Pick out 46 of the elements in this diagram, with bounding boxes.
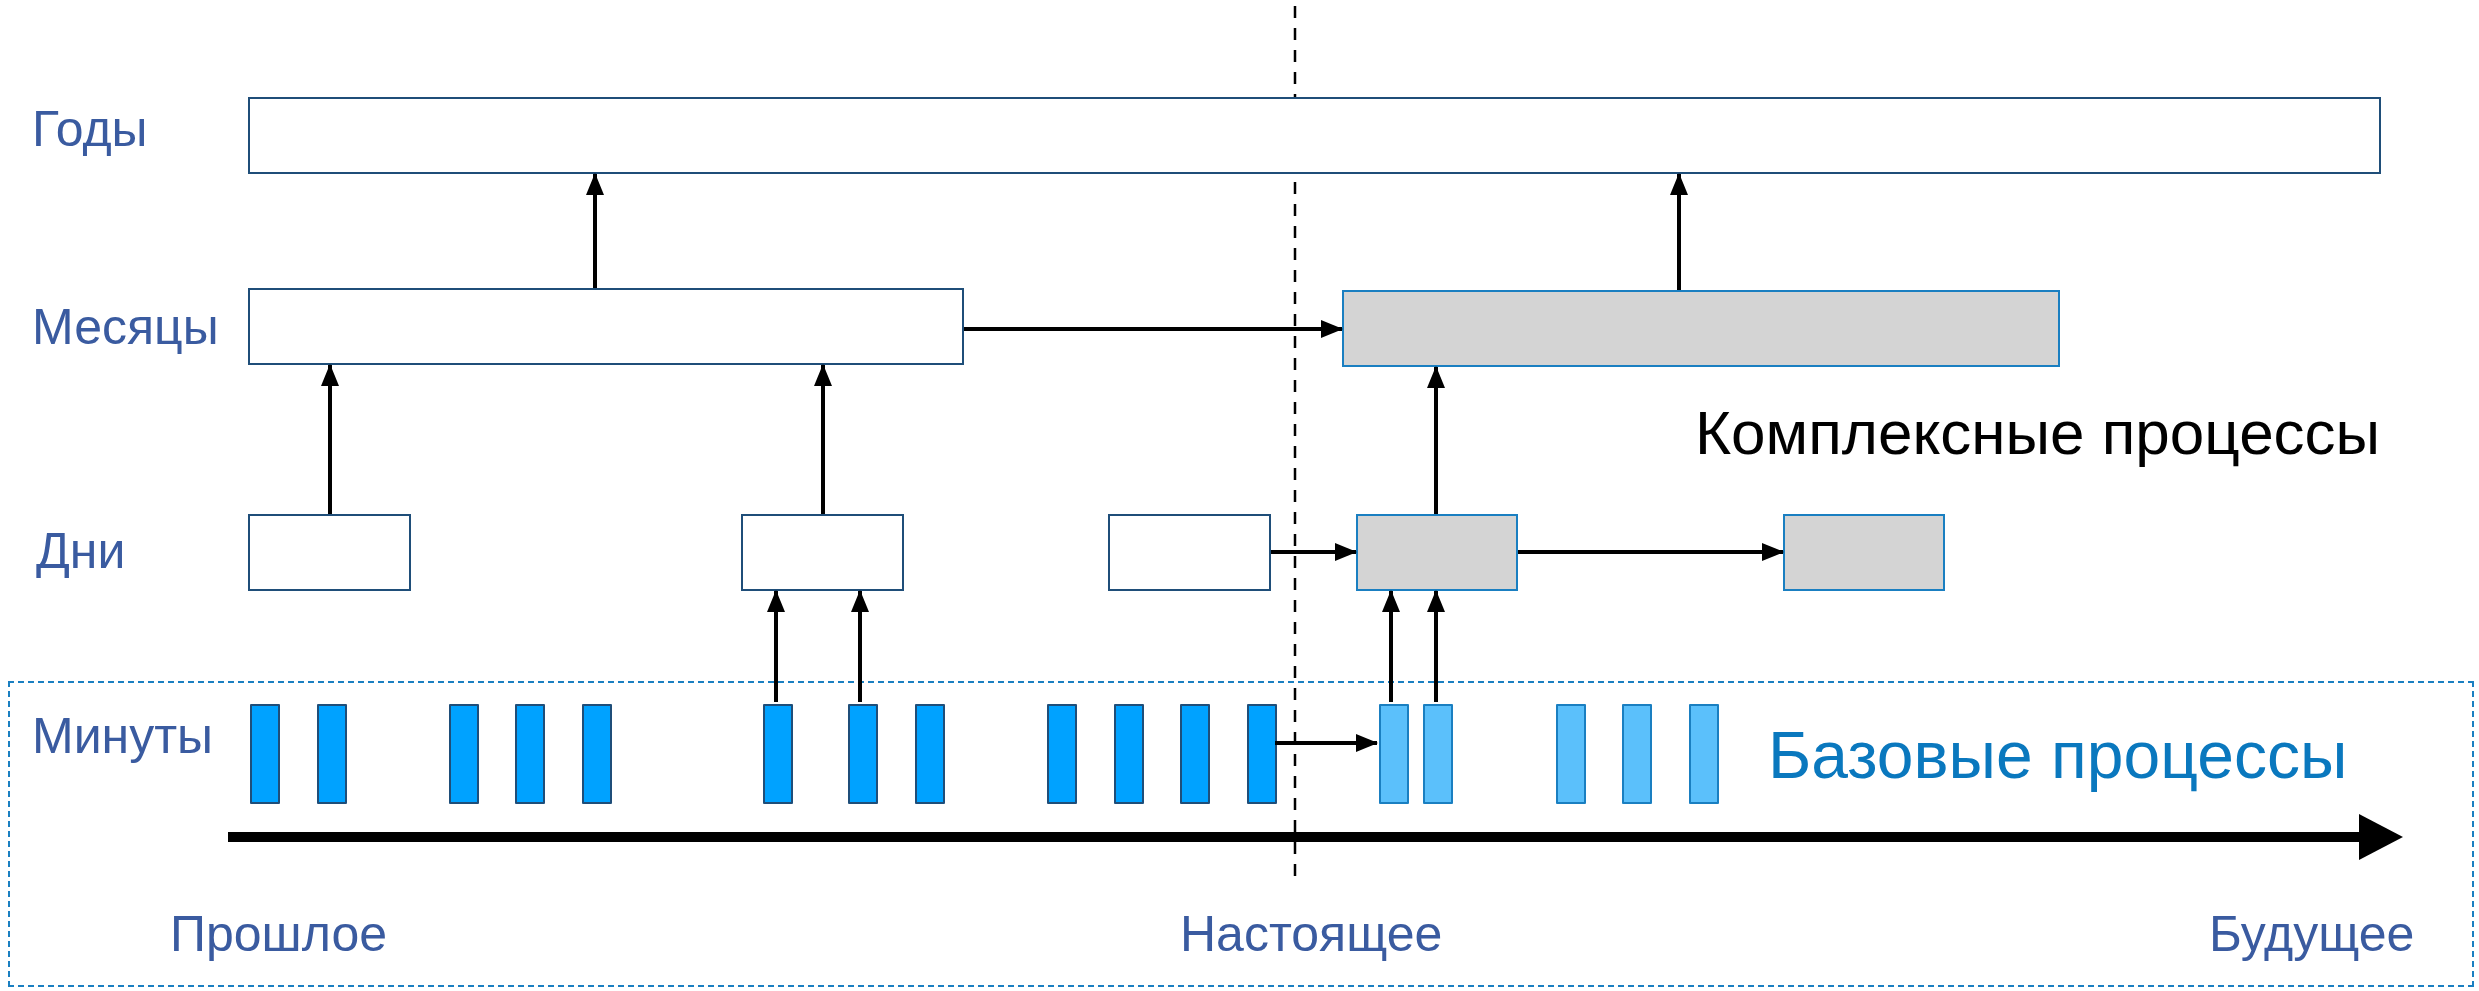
minute-bar bbox=[915, 704, 945, 804]
arrow bbox=[1275, 734, 1378, 752]
arrow bbox=[1271, 543, 1357, 561]
dashed-region bbox=[8, 681, 2474, 987]
minute-bar bbox=[515, 704, 545, 804]
arrow bbox=[1382, 590, 1400, 702]
arrow bbox=[851, 590, 869, 702]
row-label: Будущее bbox=[2209, 909, 2415, 959]
minute-bar bbox=[1180, 704, 1210, 804]
minute-bar bbox=[763, 704, 793, 804]
minute-bar bbox=[1047, 704, 1077, 804]
row-label: Настоящее bbox=[1180, 909, 1443, 959]
arrow bbox=[1427, 590, 1445, 702]
process-box bbox=[248, 514, 411, 591]
minute-bar bbox=[848, 704, 878, 804]
process-box bbox=[1783, 514, 1945, 591]
arrow bbox=[1427, 366, 1445, 514]
minute-bar bbox=[317, 704, 347, 804]
minute-bar bbox=[449, 704, 479, 804]
arrow bbox=[321, 364, 339, 514]
row-label: Дни bbox=[36, 526, 126, 576]
process-box bbox=[248, 288, 964, 365]
process-box bbox=[1108, 514, 1271, 591]
minute-bar bbox=[1556, 704, 1586, 804]
arrow bbox=[586, 173, 604, 288]
row-label: Прошлое bbox=[170, 909, 388, 959]
arrow bbox=[814, 364, 832, 514]
minute-bar bbox=[1622, 704, 1652, 804]
minute-bar bbox=[1379, 704, 1409, 804]
arrow bbox=[1518, 543, 1784, 561]
process-box bbox=[1356, 514, 1518, 591]
arrow bbox=[1670, 173, 1688, 290]
process-box bbox=[1342, 290, 2060, 367]
minute-bar bbox=[1247, 704, 1277, 804]
minute-bar bbox=[1689, 704, 1719, 804]
row-label: Минуты bbox=[32, 711, 214, 761]
row-label: Месяцы bbox=[32, 302, 219, 352]
minute-bar bbox=[1114, 704, 1144, 804]
minute-bar bbox=[1423, 704, 1453, 804]
process-box bbox=[248, 97, 2381, 174]
minute-bar bbox=[582, 704, 612, 804]
process-box bbox=[741, 514, 904, 591]
arrow bbox=[767, 590, 785, 702]
row-label: Годы bbox=[32, 104, 148, 154]
arrow bbox=[964, 320, 1343, 338]
minute-bar bbox=[250, 704, 280, 804]
